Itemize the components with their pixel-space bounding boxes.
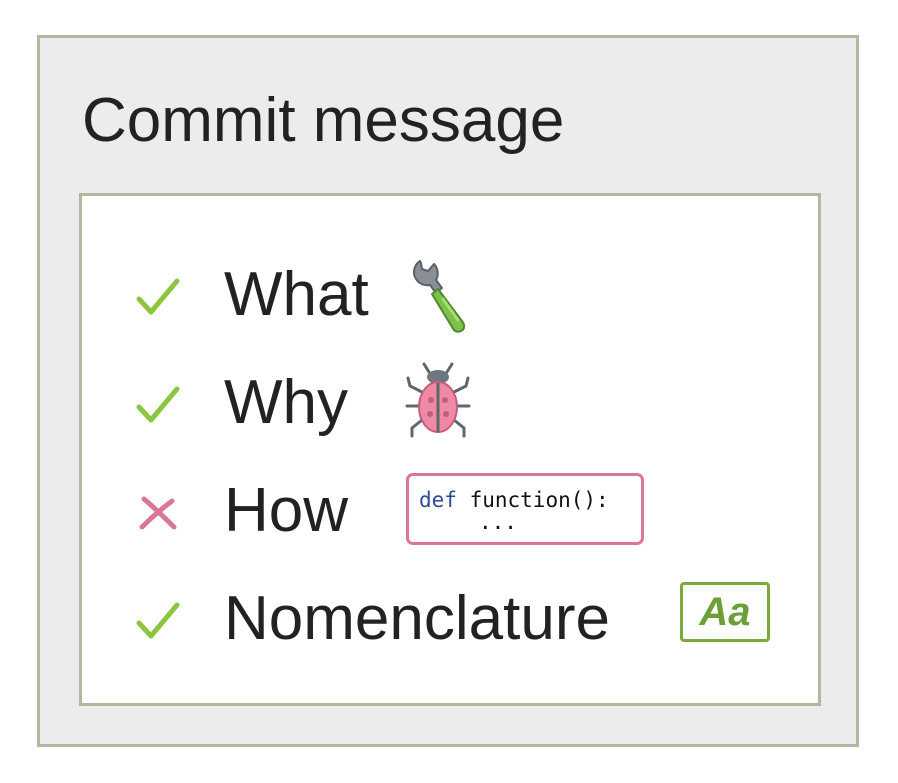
item-label: Why: [224, 368, 348, 437]
code-keyword: def: [419, 488, 457, 512]
wrench-icon: [412, 260, 466, 333]
cross-icon: [139, 496, 177, 530]
check-icon: [136, 386, 180, 423]
panel-title: Commit message: [82, 86, 565, 155]
check-icon: [136, 602, 180, 639]
code-text: function():: [456, 488, 609, 512]
code-line: def function():: [419, 488, 609, 512]
code-ellipsis: ...: [479, 510, 517, 534]
bug-icon: [405, 362, 471, 438]
item-label: How: [224, 476, 349, 545]
item-label: Nomenclature: [224, 584, 610, 653]
checklist-item-why: Why: [82, 362, 818, 442]
checklist-item-what: What: [82, 254, 818, 334]
text-style-icon: Aa: [680, 582, 770, 642]
checklist-item-nomenclature: Nomenclature Aa: [82, 578, 818, 658]
code-snippet: def function(): ...: [406, 473, 644, 545]
checklist-panel: What Why: [79, 193, 821, 706]
commit-message-panel: Commit message What Why: [37, 35, 859, 747]
checklist-item-how: How def function(): ...: [82, 470, 818, 550]
item-label: What: [224, 260, 369, 329]
check-icon: [136, 278, 180, 315]
